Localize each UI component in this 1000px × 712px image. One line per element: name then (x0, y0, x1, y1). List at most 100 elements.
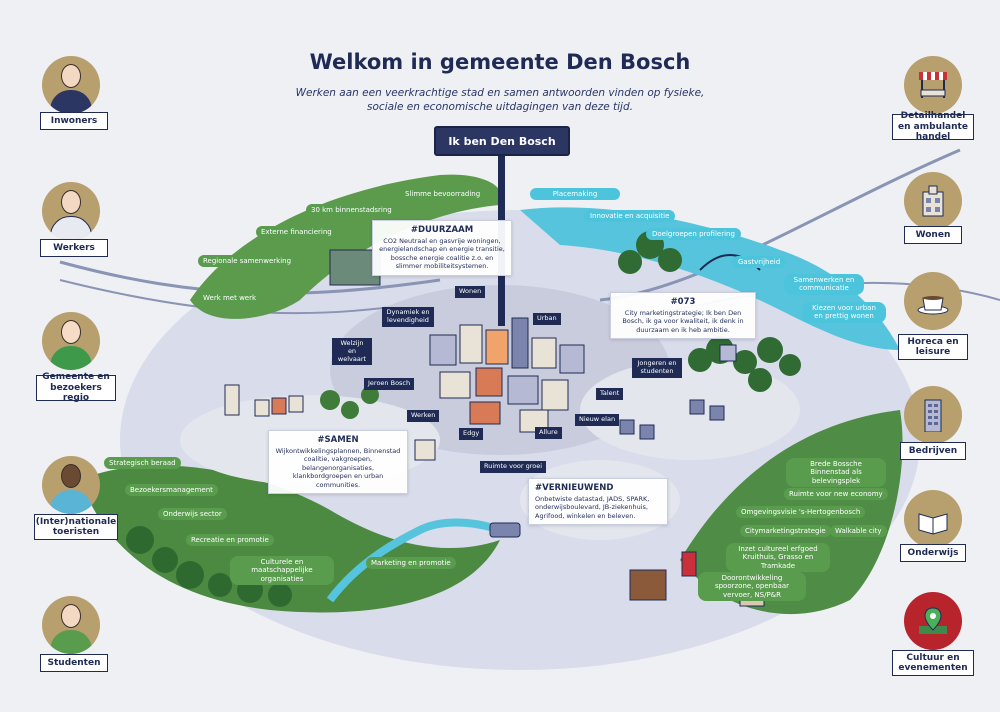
persona-label-werkers: Werkers (40, 239, 108, 257)
avatar-bedrijven (904, 386, 962, 444)
avatar-studenten (42, 596, 100, 654)
label-kiezen-urban: Kiezen voor urban en prettig wonen (802, 302, 886, 323)
label-externe-financiering: Externe financiering (256, 226, 337, 239)
label-cultureel-erfgoed: Inzet cultureel erfgoed Kruithuis, Grass… (726, 543, 830, 573)
avatar-body (50, 346, 92, 370)
open-book-icon (918, 513, 948, 535)
infobox-body: Wijkontwikkelingsplannen, Binnenstad coa… (275, 447, 401, 489)
infobox-073: #073 City marketingstrategie; Ik ben Den… (610, 292, 756, 340)
avatar-cultuur (904, 592, 962, 650)
avatar-onderwijs (904, 490, 962, 548)
coffee-cup-icon (917, 296, 949, 315)
label-talent: Talent (596, 388, 624, 400)
persona-label-horeca: Horeca en leisure (898, 334, 968, 360)
label-edgy: Edgy (459, 428, 484, 440)
label-30km-ring: 30 km binnenstadsring (306, 204, 397, 217)
avatar-toeristen (42, 456, 100, 514)
persona-label-wonen: Wonen (904, 226, 962, 244)
persona-label-toeristen: (Inter)nationale toeristen (34, 514, 118, 540)
persona-label-cultuur: Cultuur en evenementen (892, 650, 974, 676)
avatar-body (50, 216, 92, 240)
avatar-gemeente (42, 312, 100, 370)
persona-label-studenten: Studenten (40, 654, 108, 672)
house-icon (922, 185, 944, 217)
label-new-economy: Ruimte voor new economy (784, 488, 888, 501)
label-innovatie-acquisitie: Innovatie en acquisitie (584, 210, 676, 223)
green-band-top (190, 174, 502, 319)
avatar-head (61, 604, 81, 628)
persona-label-detailhandel: Detailhandel en ambulante handel (892, 111, 974, 142)
persona-label-gemeente: Gemeente en bezoekers regio (36, 372, 116, 403)
label-citymarketingstrategie: Citymarketingstrategie (740, 525, 831, 538)
barn (629, 569, 667, 601)
label-ruimte-voor-groei: Ruimte voor groei (480, 461, 547, 473)
location-pin-icon (919, 607, 947, 634)
label-welzijn: Welzijn en welvaart (332, 338, 372, 366)
tree-cluster-left (320, 386, 379, 419)
infobox-heading: #073 (670, 297, 696, 307)
label-werk-met-werk: Werk met werk (198, 292, 262, 305)
tree-cluster-right (688, 336, 801, 392)
avatar-inwoners (42, 56, 100, 114)
label-nieuw-elan: Nieuw elan (575, 414, 620, 426)
silo (681, 551, 697, 577)
avatar-body (50, 630, 92, 654)
avatar-head (61, 190, 81, 214)
office-building-icon (924, 399, 942, 432)
houses-left (224, 384, 436, 461)
label-strategisch-beraad: Strategisch beraad (104, 457, 181, 470)
persona-label-inwoners: Inwoners (40, 112, 108, 130)
label-allure: Allure (535, 427, 562, 439)
stream (326, 518, 502, 603)
avatar-detailhandel (904, 56, 962, 114)
label-walkable-city: Walkable city (830, 525, 887, 538)
label-culturele-organisaties: Culturele en maatschappelijke organisati… (230, 556, 334, 586)
tree-cluster-bottom-left (126, 526, 292, 607)
label-spoorzone: Doorontwikkeling spoorzone, openbaar ver… (698, 572, 806, 602)
label-wonen: Wonen (455, 286, 486, 298)
label-placemaking: Placemaking (530, 188, 620, 201)
infobox-body: City marketingstrategie; Ik ben Den Bosc… (622, 309, 744, 334)
persona-label-bedrijven: Bedrijven (900, 442, 966, 460)
infobox-body: Onbetwiste datastad, JADS, SPARK, onderw… (535, 495, 650, 520)
infobox-vernieuwend: #VERNIEUWEND Onbetwiste datastad, JADS, … (528, 478, 668, 526)
label-samenwerken: Samenwerken en communicatie (784, 274, 864, 295)
avatar-body (50, 490, 92, 514)
signpost-label: Ik ben Den Bosch (434, 126, 570, 156)
label-gastvrijheid: Gastvrijheid (732, 256, 787, 269)
city-buildings (429, 317, 585, 433)
avatar-head (61, 64, 81, 88)
avatar-head (61, 464, 81, 488)
label-doelgroepen-profilering: Doelgroepen profilering (646, 228, 741, 241)
avatar-head (61, 320, 81, 344)
label-marketing-promotie: Marketing en promotie (366, 557, 456, 570)
label-urban: Urban (533, 313, 561, 325)
avatar-wonen (904, 172, 962, 230)
avatar-werkers (42, 182, 100, 240)
market-stall-icon (919, 72, 947, 98)
label-jongeren: Jongeren en studenten (632, 358, 682, 378)
infobox-heading: #VERNIEUWEND (535, 483, 614, 493)
label-recreatie-promotie: Recreatie en promotie (186, 534, 274, 547)
label-omgevingsvisie: Omgevingsvisie 's-Hertogenbosch (736, 506, 866, 519)
page-subtitle: Werken aan een veerkrachtige stad en sam… (295, 87, 705, 114)
label-werken: Werken (407, 410, 440, 422)
label-jeroen-bosch: Jeroen Bosch (364, 378, 415, 390)
label-brede-binnenstad: Brede Bossche Binnenstad als belevingspl… (786, 458, 886, 488)
persona-label-onderwijs: Onderwijs (900, 544, 966, 562)
infobox-samen: #SAMEN Wijkontwikkelingsplannen, Binnens… (268, 430, 408, 495)
infobox-heading: #SAMEN (317, 435, 359, 445)
label-slimme-bevoorrading: Slimme bevoorrading (400, 188, 486, 201)
label-regionale-samenwerking: Regionale samenwerking (198, 255, 297, 268)
infobox-heading: #DUURZAAM (410, 225, 474, 235)
label-dynamiek: Dynamiek en levendigheid (382, 307, 434, 327)
infobox-body: CO2 Neutraal en gasvrije woningen, energ… (379, 237, 505, 271)
avatar-body (50, 90, 92, 114)
culvert-pipe (489, 522, 521, 538)
page-title: Welkom in gemeente Den Bosch (309, 50, 691, 74)
avatar-horeca (904, 272, 962, 330)
label-onderwijs-sector: Onderwijs sector (158, 508, 227, 521)
infobox-duurzaam: #DUURZAAM CO2 Neutraal en gasvrije wonin… (372, 220, 512, 276)
houses-right (619, 344, 737, 440)
label-bezoekersmanagement: Bezoekersmanagement (125, 484, 218, 497)
